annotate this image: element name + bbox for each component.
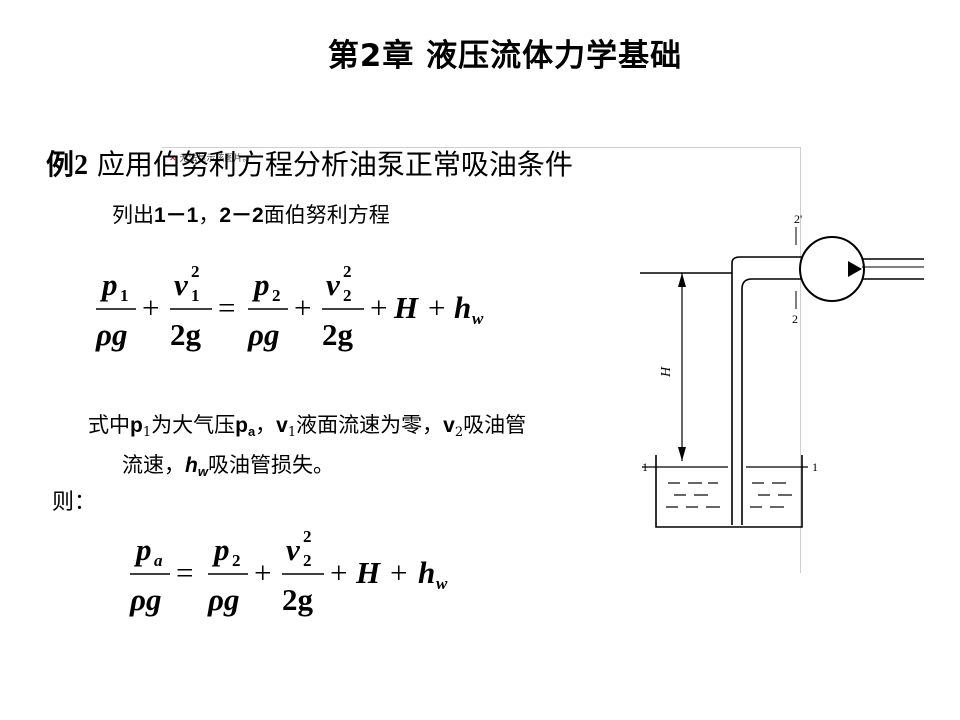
eq2-w-sub: w: [436, 574, 448, 593]
broken-image-placeholder: ✕无法显示该图片。: [169, 151, 252, 164]
label-H: H: [659, 366, 674, 378]
then-label: 则：: [52, 490, 97, 515]
eq1-h: h: [454, 290, 471, 325]
suction-pipe-outer-wall: [731, 256, 802, 525]
pump-body: [799, 236, 865, 302]
bernoulli-equation-simplified: p a ρg = p 2 ρg + v 2 2 2g + H + h w: [129, 527, 448, 617]
var-v1: v: [276, 414, 288, 437]
eq2-pa-sub: a: [154, 551, 163, 570]
var-p1: p: [130, 414, 143, 437]
eq1-p2-sub: 2: [272, 286, 281, 305]
desc-text: 液面流速为零，: [296, 413, 444, 437]
eq2-v2-sq: 2: [303, 527, 312, 546]
eq1-p1-sub: 1: [120, 286, 129, 305]
eq1-rhog-1: ρg: [95, 317, 127, 352]
eq1-plus-1: +: [142, 290, 159, 325]
eq1-equals: =: [218, 290, 235, 325]
var-pa: p: [235, 414, 248, 437]
var-hw: h: [185, 454, 198, 477]
var-p1-sub: 1: [142, 425, 152, 440]
eq2-plus-1: +: [254, 555, 271, 590]
eq2-p2-num: p: [211, 532, 230, 567]
section-1-1: 1－1: [154, 204, 199, 227]
desc-text: 为大气压: [151, 413, 236, 437]
var-hw-sub: w: [197, 464, 208, 479]
example-text: 应用伯努利方程分析油泵正常吸油条件: [88, 148, 573, 181]
example-number: 例2: [46, 150, 89, 181]
eq2-rhog-1: ρg: [129, 582, 161, 617]
eq2-2g: 2g: [282, 582, 314, 617]
eq2-plus-3: +: [390, 555, 407, 590]
eq2-rhog-2: ρg: [207, 582, 239, 617]
instruction-line: 列出1－1，2－2面伯努利方程: [112, 199, 390, 229]
instruction-text: 列出: [112, 203, 154, 227]
oil-tank: [655, 455, 803, 528]
label-1-left: 1: [642, 460, 648, 474]
desc-line-2: 流速，hw吸油管损失。: [88, 449, 648, 488]
eq1-p1-num: p: [99, 267, 118, 302]
comma: ，: [198, 203, 220, 227]
height-arrow-bottom-icon: [678, 447, 686, 461]
eq2-H: H: [355, 555, 381, 590]
eq1-2g-1: 2g: [170, 317, 202, 352]
eq2-v2-sub: 2: [303, 551, 312, 570]
broken-image-text: 无法显示该图片。: [179, 154, 252, 164]
variable-description: 式中p1为大气压pa，v1液面流速为零，v2吸油管 流速，hw吸油管损失。: [88, 409, 648, 488]
eq2-equals: =: [176, 555, 193, 590]
eq1-v1-sub: 1: [191, 286, 200, 305]
eq1-w-sub: w: [472, 309, 484, 328]
desc-text: ，: [255, 413, 277, 437]
oil-liquid-hatching: [666, 482, 792, 508]
desc-line-1: 式中p1为大气压pa，v1液面流速为零，v2吸油管: [88, 409, 648, 449]
pump-suction-diagram: 2' 2 1 1 H: [640, 212, 924, 528]
broken-image-icon: ✕: [169, 154, 177, 164]
eq2-plus-2: +: [330, 555, 347, 590]
eq1-H: H: [393, 290, 419, 325]
eq2-p2-sub: 2: [232, 551, 241, 570]
slide-title: 第2章 液压流体力学基础: [327, 38, 683, 74]
eq1-plus-2: +: [294, 290, 311, 325]
section-2-2: 2－2: [219, 204, 264, 227]
eq1-plus-4: +: [428, 290, 445, 325]
eq1-rhog-2: ρg: [247, 317, 279, 352]
bernoulli-equation-full: p 1 ρg + v 2 1 2g = p 2 ρg + v 2 2 2g + …: [95, 262, 484, 352]
label-2-prime: 2': [794, 212, 802, 226]
desc-text: 式中: [88, 413, 130, 437]
eq1-v1-sq: 2: [191, 262, 200, 281]
var-pa-sub: a: [247, 424, 256, 439]
desc-text: 吸油管: [463, 413, 527, 437]
var-v1-sub: 1: [287, 425, 297, 440]
eq1-2g-2: 2g: [322, 317, 354, 352]
height-arrow-top-icon: [678, 273, 686, 287]
eq1-v2-sq: 2: [343, 262, 352, 281]
label-2: 2: [792, 312, 798, 326]
eq2-pa-num: p: [133, 532, 152, 567]
eq1-v1-num: v: [174, 267, 189, 302]
image-frame: [162, 147, 801, 573]
eq1-plus-3: +: [370, 290, 387, 325]
pump-direction-arrow-icon: [848, 261, 862, 277]
eq2-v2-num: v: [286, 532, 301, 567]
var-v2-sub: 2: [454, 425, 464, 440]
eq2-h: h: [418, 555, 435, 590]
example-heading: 例2 应用伯努利方程分析油泵正常吸油条件: [46, 143, 573, 183]
eq1-v2-num: v: [326, 267, 341, 302]
desc-text: 吸油管损失。: [207, 453, 334, 477]
desc-text: 流速，: [122, 453, 185, 477]
instruction-text-end: 面伯努利方程: [263, 203, 390, 227]
eq1-p2-num: p: [251, 267, 270, 302]
var-v2: v: [443, 414, 455, 437]
suction-pipe-inner-wall: [741, 278, 802, 525]
label-1-right: 1: [812, 460, 818, 474]
eq1-v2-sub: 2: [343, 286, 352, 305]
